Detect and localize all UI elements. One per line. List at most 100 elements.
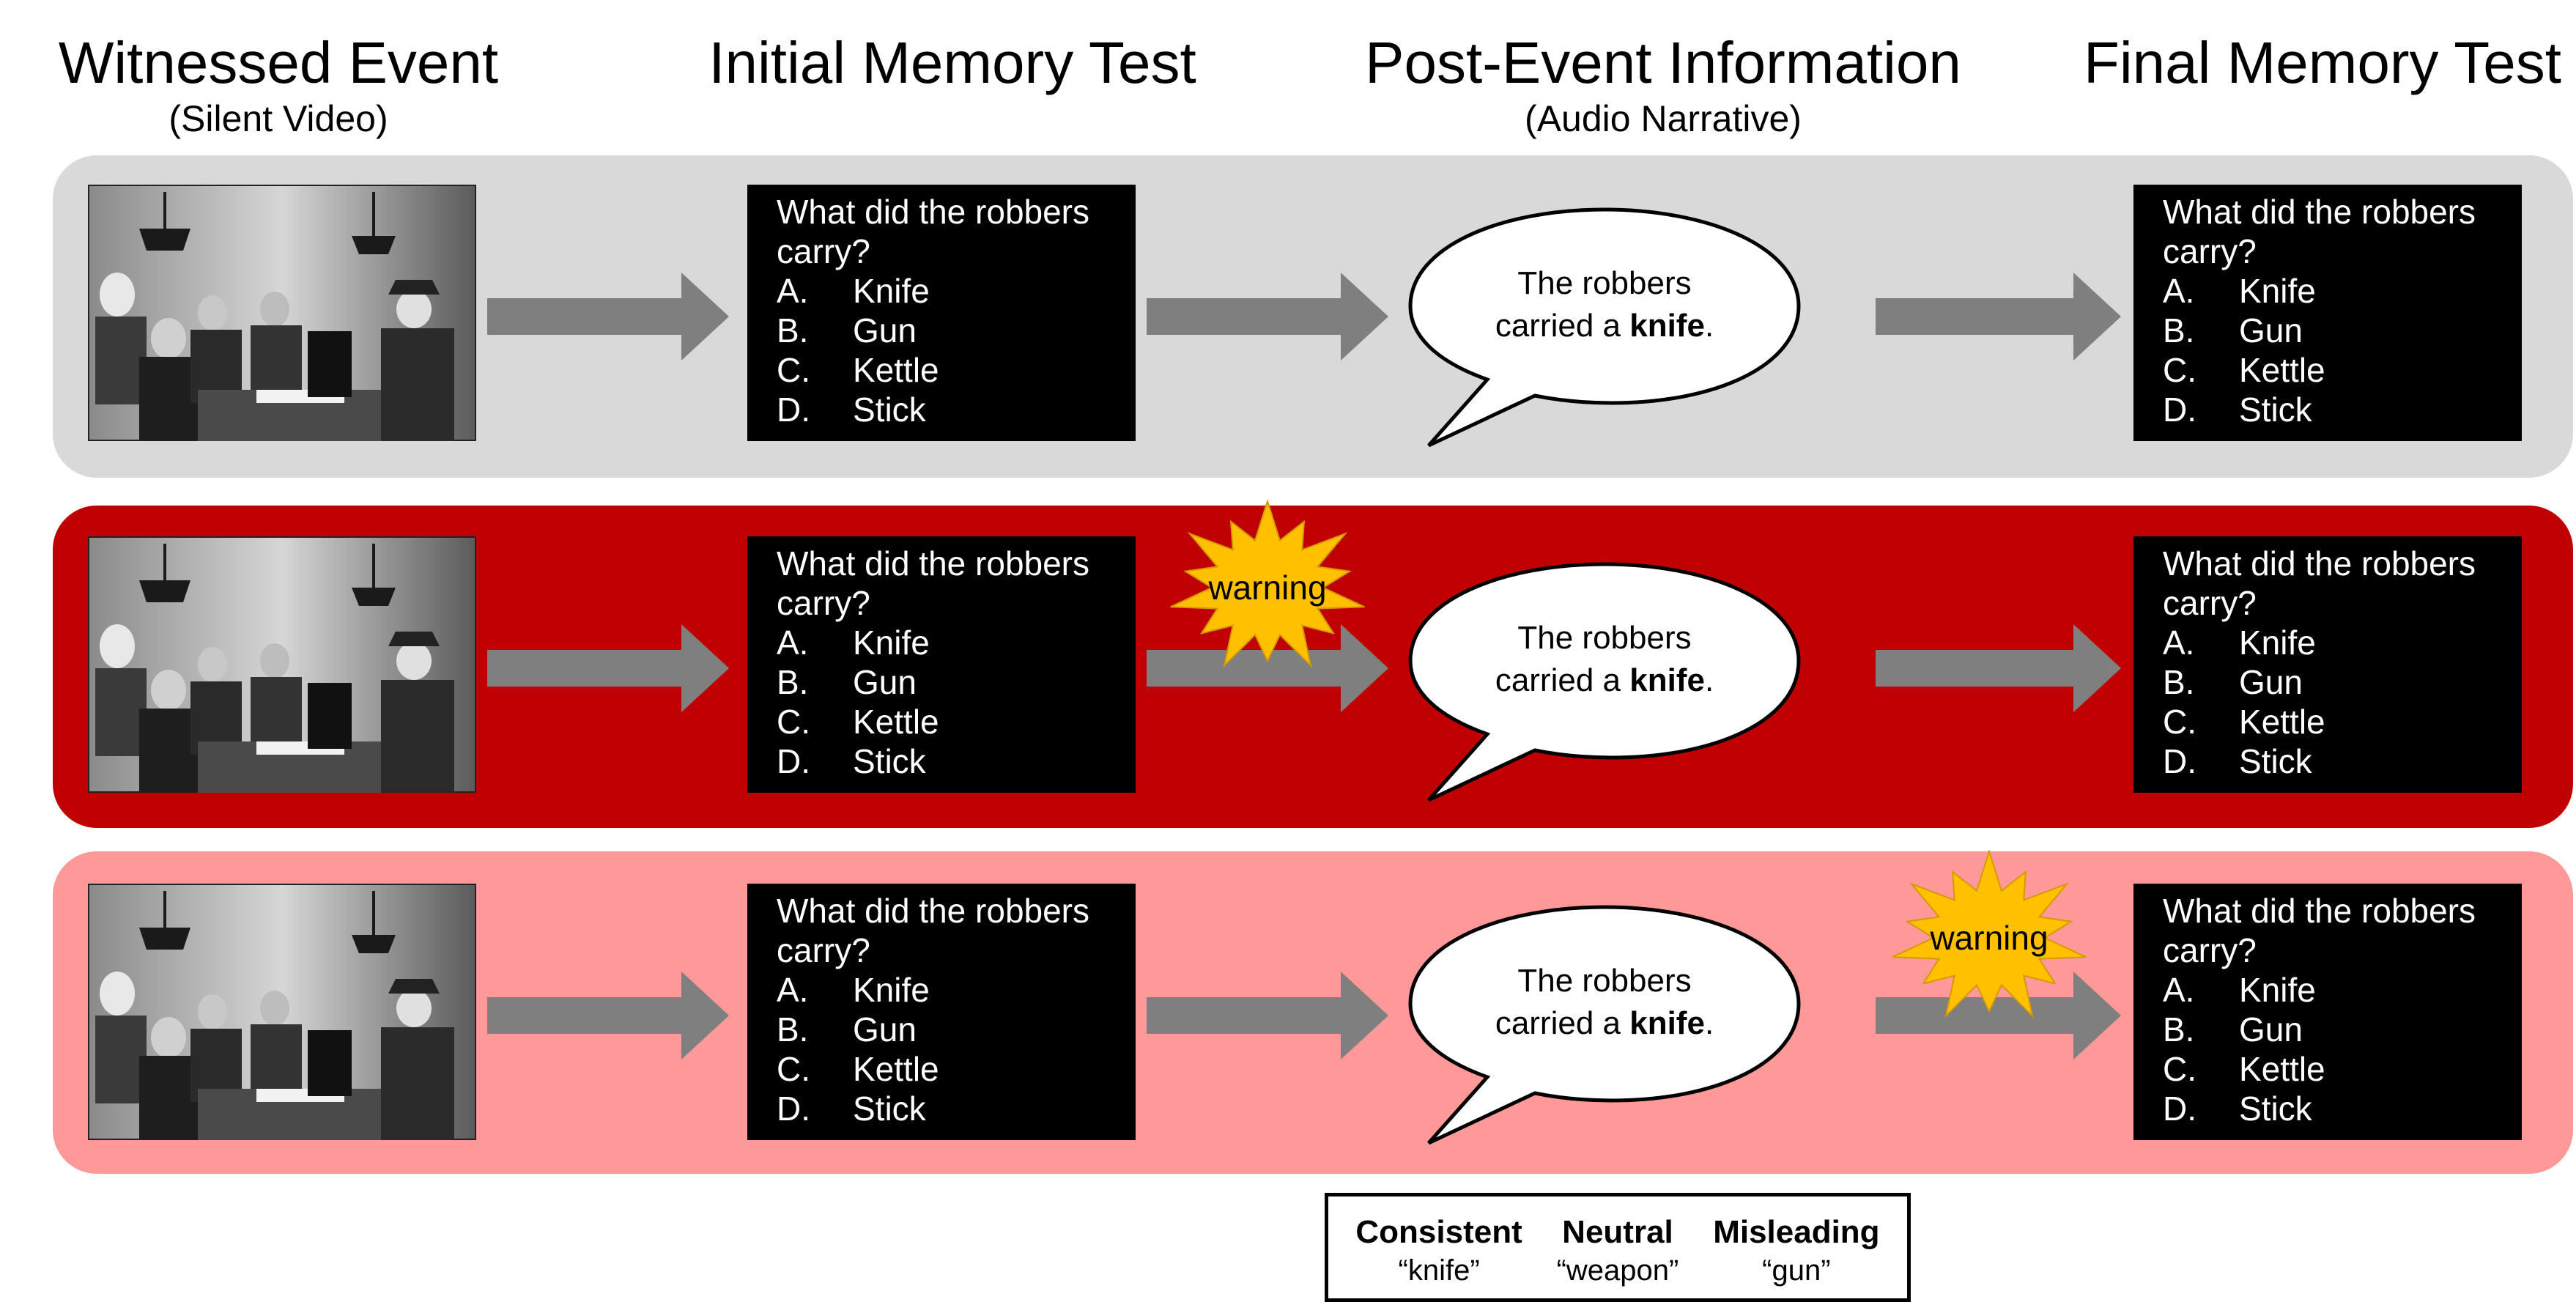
answer-option: B.Gun xyxy=(777,662,1136,702)
option-letter: D. xyxy=(777,742,810,780)
flow-arrow xyxy=(487,624,729,712)
answer-option: A. Knife xyxy=(2163,970,2522,1010)
flow-arrow xyxy=(487,273,729,360)
narrative-suffix: . xyxy=(1704,308,1714,344)
option-text: Stick xyxy=(2239,1090,2312,1128)
flow-arrow xyxy=(487,972,729,1059)
option-letter: C. xyxy=(2163,351,2196,389)
legend-name: Neutral xyxy=(1562,1214,1673,1250)
option-text: Kettle xyxy=(2239,351,2325,389)
answer-option: A.Knife xyxy=(2163,271,2522,311)
column-title: Witnessed Event xyxy=(58,30,499,95)
option-text: Knife xyxy=(853,624,930,662)
narrative-keyword: knife xyxy=(1629,308,1705,344)
narrative-suffix: . xyxy=(1704,1005,1714,1041)
question-text: What did the robbers carry? xyxy=(777,892,1090,969)
legend-item-neutral: Neutral “weapon” xyxy=(1557,1213,1679,1298)
flow-arrow xyxy=(487,273,729,364)
option-text: Gun xyxy=(853,1010,917,1048)
option-letter: B. xyxy=(2163,663,2195,701)
option-letter: C. xyxy=(2163,1050,2196,1088)
film-still-photo xyxy=(86,882,478,1142)
option-text: Stick xyxy=(853,391,926,429)
option-text: Stick xyxy=(853,742,926,780)
answer-option: A.Knife xyxy=(777,623,1136,662)
option-text: Gun xyxy=(853,311,917,349)
narrative-line-2: carried a knife. xyxy=(1443,1002,1766,1045)
answer-option: D.Stick xyxy=(2163,390,2522,429)
film-still-photo xyxy=(86,535,478,794)
flow-arrow xyxy=(1876,624,2121,716)
option-text: Knife xyxy=(2239,624,2316,662)
option-letter: D. xyxy=(777,391,810,429)
option-letter: C. xyxy=(777,351,810,389)
narrative-line-2: carried a knife. xyxy=(1443,305,1766,347)
legend-box: Consistent “knife” Neutral “weapon” Misl… xyxy=(1325,1193,1911,1302)
option-text: Gun xyxy=(853,663,917,701)
option-letter: D. xyxy=(2163,742,2196,780)
column-title: Post-Event Information xyxy=(1365,30,1961,95)
option-letter: D. xyxy=(2163,1090,2196,1128)
option-text: Gun xyxy=(2239,1010,2303,1048)
answer-option: B.Gun xyxy=(777,1010,1136,1049)
warning-label: warning xyxy=(1208,569,1327,607)
option-text: Stick xyxy=(853,1090,926,1128)
option-text: Gun xyxy=(2239,311,2303,349)
speech-bubble-shape xyxy=(1408,562,1801,802)
flow-arrow xyxy=(1876,273,2121,364)
answer-option: A.Knife xyxy=(777,970,1136,1010)
option-text: Knife xyxy=(2239,971,2316,1009)
answer-option: A. Knife xyxy=(2163,623,2522,662)
question-text: What did the robbers carry? xyxy=(777,544,1090,622)
flow-arrow xyxy=(1147,273,1388,360)
legend-item-consistent: Consistent “knife” xyxy=(1355,1213,1522,1298)
legend-word: “weapon” xyxy=(1556,1254,1679,1287)
answer-option: B. Gun xyxy=(2163,662,2522,702)
option-text: Kettle xyxy=(853,351,939,389)
flow-arrow xyxy=(487,972,729,1063)
answer-option: B. Gun xyxy=(2163,311,2522,350)
legend-word: “gun” xyxy=(1762,1254,1831,1287)
flow-arrow xyxy=(1147,624,1388,716)
option-text: Kettle xyxy=(853,1050,939,1088)
legend-name: Misleading xyxy=(1713,1214,1880,1250)
narrative-line-1: The robbers xyxy=(1517,620,1692,656)
flow-arrow xyxy=(1876,972,2121,1059)
option-letter: B. xyxy=(777,311,809,349)
warning-label: warning xyxy=(1930,919,2048,957)
flow-arrow xyxy=(1147,624,1388,712)
narrative-prefix: carried a xyxy=(1495,662,1630,698)
film-still-photo xyxy=(86,183,478,443)
option-letter: B. xyxy=(2163,311,2195,349)
answer-option: B. Gun xyxy=(777,311,1136,350)
warning-burst-shape xyxy=(1892,848,2087,1018)
option-letter: A. xyxy=(777,272,809,310)
option-letter: A. xyxy=(2163,624,2195,662)
flow-arrow xyxy=(1876,972,2121,1063)
flow-arrow xyxy=(1876,273,2121,360)
answer-option: D.Stick xyxy=(2163,741,2522,781)
option-text: Knife xyxy=(2239,272,2316,310)
option-text: Stick xyxy=(2239,391,2312,429)
flow-arrow xyxy=(1147,273,1388,364)
witnessed-event-photo xyxy=(86,183,478,443)
narrative-keyword: knife xyxy=(1629,1005,1705,1041)
question-text: What did the robbers carry? xyxy=(2163,544,2476,622)
question-text: What did the robbers carry? xyxy=(2163,892,2476,969)
column-header-witnessed-event: Witnessed Event (Silent Video) xyxy=(51,29,506,141)
option-text: Gun xyxy=(2239,663,2303,701)
flow-arrow xyxy=(1147,972,1388,1063)
narrative-line-2: carried a knife. xyxy=(1443,659,1766,702)
question-text: What did the robbers carry? xyxy=(2163,193,2476,270)
option-text: Kettle xyxy=(2239,703,2325,741)
option-letter: A. xyxy=(777,971,809,1009)
answer-option: C.Kettle xyxy=(2163,1049,2522,1089)
option-letter: A. xyxy=(2163,971,2195,1009)
